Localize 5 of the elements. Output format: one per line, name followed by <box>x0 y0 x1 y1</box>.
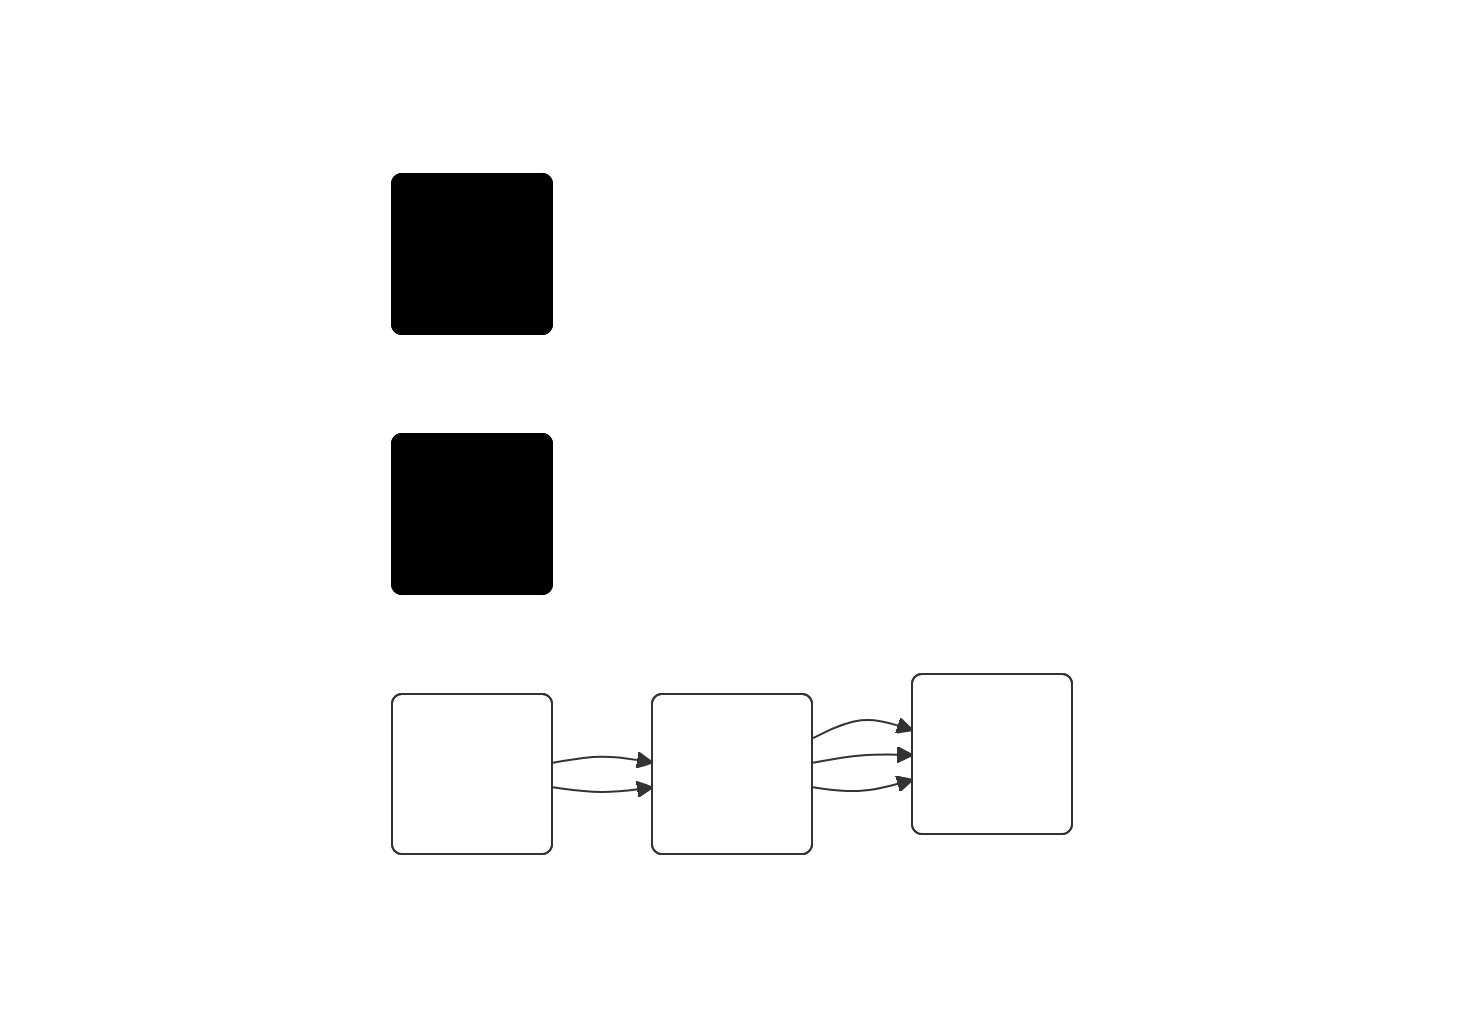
arrow <box>552 751 654 769</box>
arrow <box>812 775 914 793</box>
arrow <box>812 745 914 764</box>
arrow <box>552 780 654 799</box>
arrow <box>812 717 914 740</box>
